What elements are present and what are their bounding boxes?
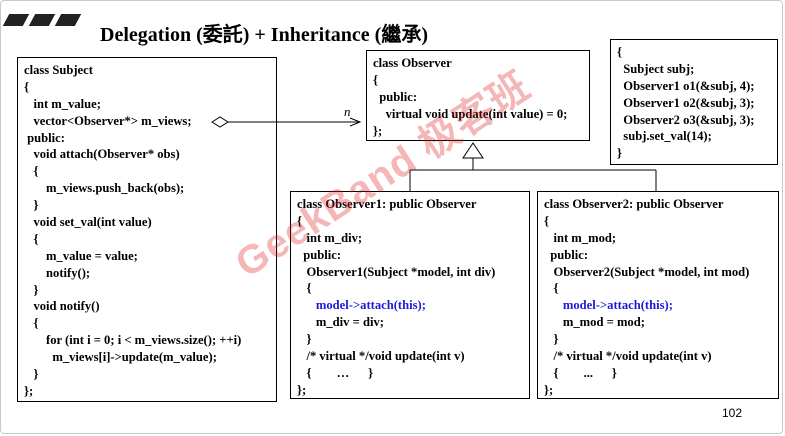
code-line: m_views.push_back(obs);: [24, 181, 185, 196]
code-line: Observer2 o3(&subj, 3);: [617, 112, 755, 127]
code-line: {: [373, 72, 378, 87]
code-line: model->attach(this);: [297, 298, 426, 313]
observer-class-box: class Observer { public: virtual void upd…: [366, 50, 590, 141]
code-line: public:: [297, 247, 342, 262]
slide-header: Delegation (委託) + Inheritance (繼承): [2, 10, 782, 46]
code-line: m_mod = mod;: [544, 315, 645, 330]
subject-class-box: class Subject { int m_value; vector<Obser…: [17, 57, 277, 402]
code-line: {: [297, 281, 312, 296]
code-line: notify();: [24, 265, 91, 280]
code-line: };: [24, 383, 34, 398]
code-line: }: [24, 282, 39, 297]
code-line: void attach(Observer* obs): [24, 147, 180, 162]
code-line: {: [24, 79, 29, 94]
code-line: virtual void update(int value) = 0;: [373, 106, 568, 121]
code-line: class Subject: [24, 63, 93, 77]
code-line: };: [544, 382, 554, 397]
code-line: class Observer: [373, 56, 452, 70]
code-line: /* virtual */void update(int v): [297, 349, 465, 364]
code-line: }: [544, 332, 559, 347]
code-line: public:: [544, 247, 589, 262]
code-line: {: [24, 164, 39, 179]
code-line: void notify(): [24, 299, 100, 314]
title-decoration-stripe: [28, 14, 56, 26]
code-line: }: [297, 332, 312, 347]
code-line: {: [24, 231, 39, 246]
code-line: Observer1 o2(&subj, 3);: [617, 95, 755, 110]
code-line: void set_val(int value): [24, 215, 152, 230]
code-line: m_div = div;: [297, 315, 384, 330]
code-line: class Observer2: public Observer: [544, 197, 724, 211]
code-line: { … }: [297, 365, 374, 380]
code-line: subj.set_val(14);: [617, 129, 712, 144]
code-line: class Observer1: public Observer: [297, 197, 477, 211]
code-line: public:: [24, 130, 65, 145]
code-line: vector<Observer*> m_views;: [24, 113, 192, 128]
code-line: public:: [373, 89, 418, 104]
code-line: {: [544, 281, 559, 296]
main-code-box: { Subject subj; Observer1 o1(&subj, 4); …: [610, 39, 778, 165]
title-decoration-stripe: [2, 14, 30, 26]
code-line: {: [544, 213, 549, 228]
code-line: m_value = value;: [24, 248, 138, 263]
code-line: {: [617, 45, 622, 59]
slide-title: Delegation (委託) + Inheritance (繼承): [100, 24, 429, 46]
code-line: }: [24, 367, 39, 382]
code-line: int m_value;: [24, 96, 101, 111]
code-line: Subject subj;: [617, 61, 695, 76]
code-line: }: [24, 198, 39, 213]
code-line: int m_div;: [297, 230, 363, 245]
code-line: int m_mod;: [544, 230, 617, 245]
code-line: };: [297, 382, 307, 397]
multiplicity-label: n: [344, 104, 351, 119]
code-line: Observer1(Subject *model, int div): [297, 264, 496, 279]
code-line: model->attach(this);: [544, 298, 673, 313]
code-line: {: [24, 316, 39, 331]
title-decoration-stripe: [54, 14, 82, 26]
code-line: /* virtual */void update(int v): [544, 349, 712, 364]
observer1-class-box: class Observer1: public Observer { int m_…: [290, 191, 530, 399]
code-line: };: [373, 123, 383, 138]
code-line: for (int i = 0; i < m_views.size(); ++i): [24, 333, 242, 348]
code-line: { ... }: [544, 365, 617, 380]
code-line: {: [297, 213, 302, 228]
code-line: Observer1 o1(&subj, 4);: [617, 78, 755, 93]
code-line: m_views[i]->update(m_value);: [24, 350, 217, 365]
code-line: }: [617, 146, 622, 161]
page-number: 102: [722, 406, 743, 420]
observer2-class-box: class Observer2: public Observer { int m_…: [537, 191, 779, 399]
code-line: Observer2(Subject *model, int mod): [544, 264, 750, 279]
